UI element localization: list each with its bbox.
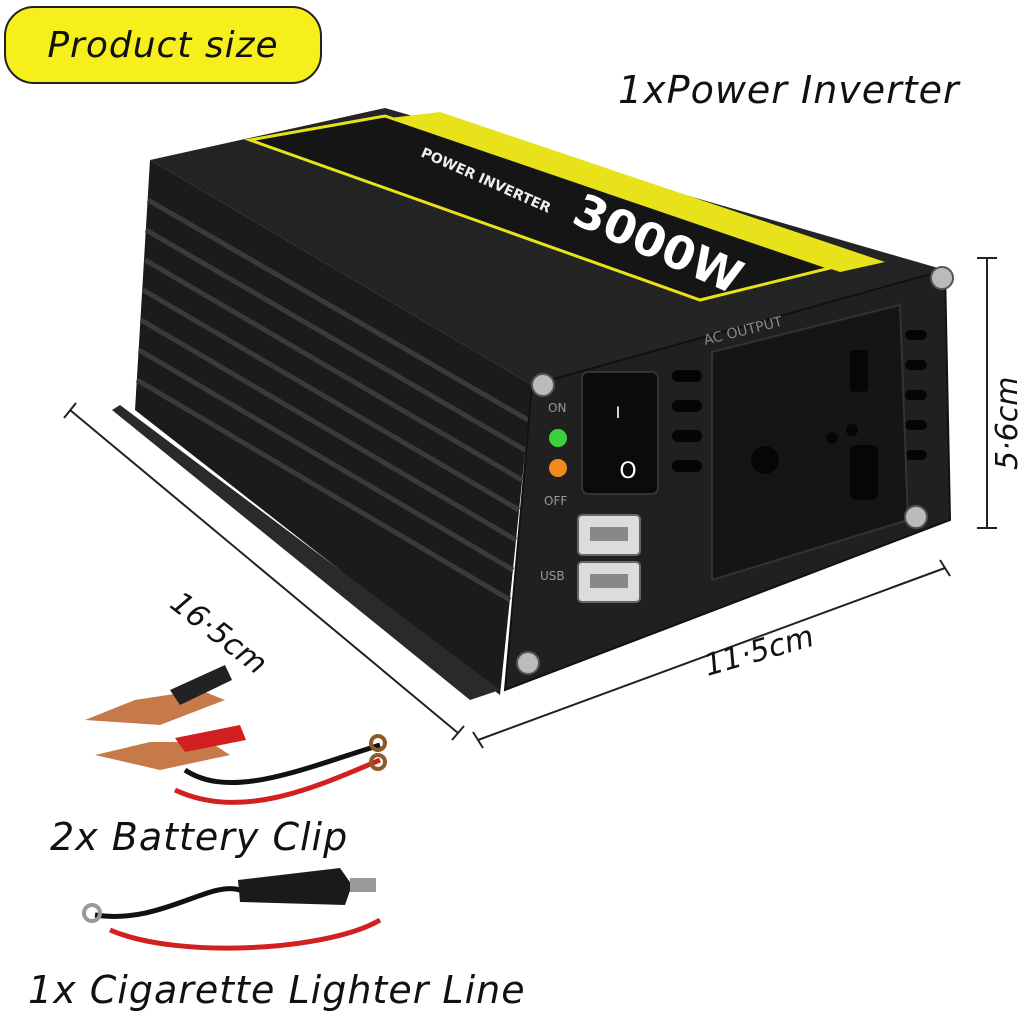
cigarette-lighter-illustration: [82, 868, 382, 951]
power-switch: [581, 371, 659, 495]
cigarette-lighter-label: 1x Cigarette Lighter Line: [28, 968, 526, 1012]
front-vents: [672, 330, 927, 472]
product-size-text: Product size: [47, 24, 279, 66]
usb-label: USB: [540, 569, 565, 583]
orange-led: [549, 459, 567, 477]
off-label: OFF: [544, 494, 567, 508]
cooling-fins: [135, 197, 530, 603]
battery-clip-illustration: [85, 665, 387, 805]
yellow-stripe: [390, 112, 885, 272]
inverter-left-side: [135, 160, 532, 695]
on-label: ON: [548, 401, 566, 415]
dimension-lines: [63, 257, 997, 749]
inverter-label: 1xPower Inverter: [618, 68, 960, 112]
switch-off-glyph: O: [619, 459, 636, 484]
switch-on-glyph: I: [616, 403, 621, 422]
battery-clip-label: 2x Battery Clip: [50, 815, 349, 859]
green-led: [549, 429, 567, 447]
screws: [516, 266, 954, 675]
mounting-flange: [112, 405, 500, 700]
height-dimension: 5·6cm: [990, 376, 1024, 470]
top-label-panel: [244, 114, 836, 302]
product-size-badge: Product size: [4, 6, 322, 84]
